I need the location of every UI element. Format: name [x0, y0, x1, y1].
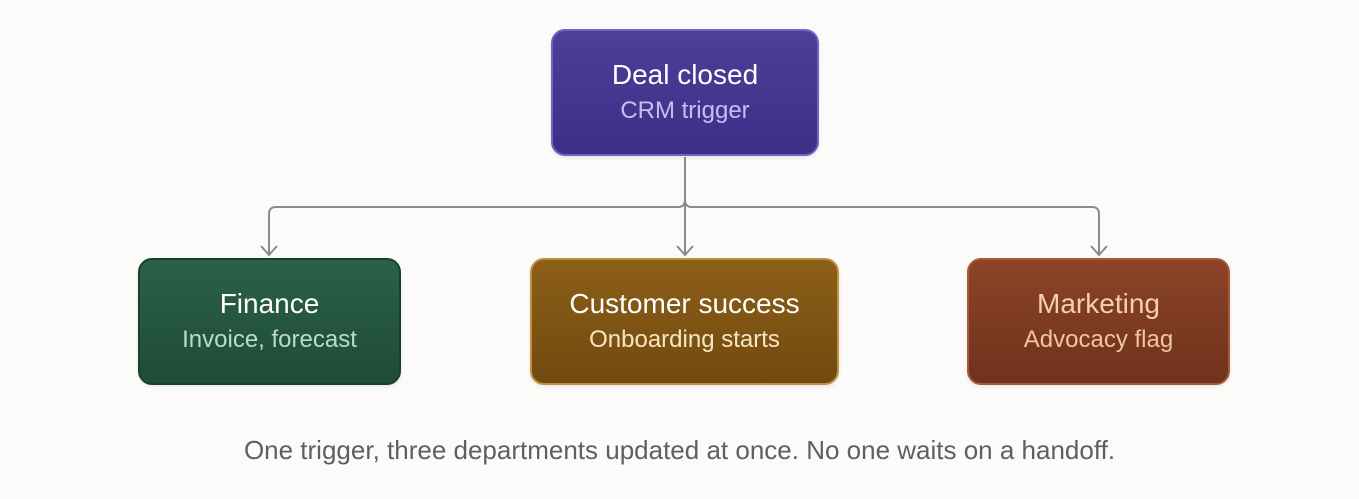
finance-subtitle: Invoice, forecast: [182, 326, 357, 353]
arrowhead-customer-success: [676, 245, 694, 257]
customer-success-subtitle: Onboarding starts: [589, 326, 780, 353]
connector-to-marketing: [684, 199, 1100, 254]
trigger-node: Deal closed CRM trigger: [551, 29, 819, 156]
arrowhead-finance: [260, 245, 278, 257]
finance-node: Finance Invoice, forecast: [138, 258, 401, 385]
arrowhead-marketing: [1090, 245, 1108, 257]
trigger-title: Deal closed: [611, 59, 759, 90]
trigger-subtitle: CRM trigger: [620, 97, 750, 124]
marketing-title: Marketing: [1037, 288, 1160, 319]
finance-title: Finance: [219, 288, 320, 319]
marketing-subtitle: Advocacy flag: [1023, 326, 1174, 353]
customer-success-node: Customer success Onboarding starts: [530, 258, 839, 385]
diagram-caption: One trigger, three departments updated a…: [243, 435, 1116, 465]
marketing-node: Marketing Advocacy flag: [967, 258, 1230, 385]
connector-to-finance: [268, 199, 686, 254]
customer-success-title: Customer success: [569, 288, 800, 319]
